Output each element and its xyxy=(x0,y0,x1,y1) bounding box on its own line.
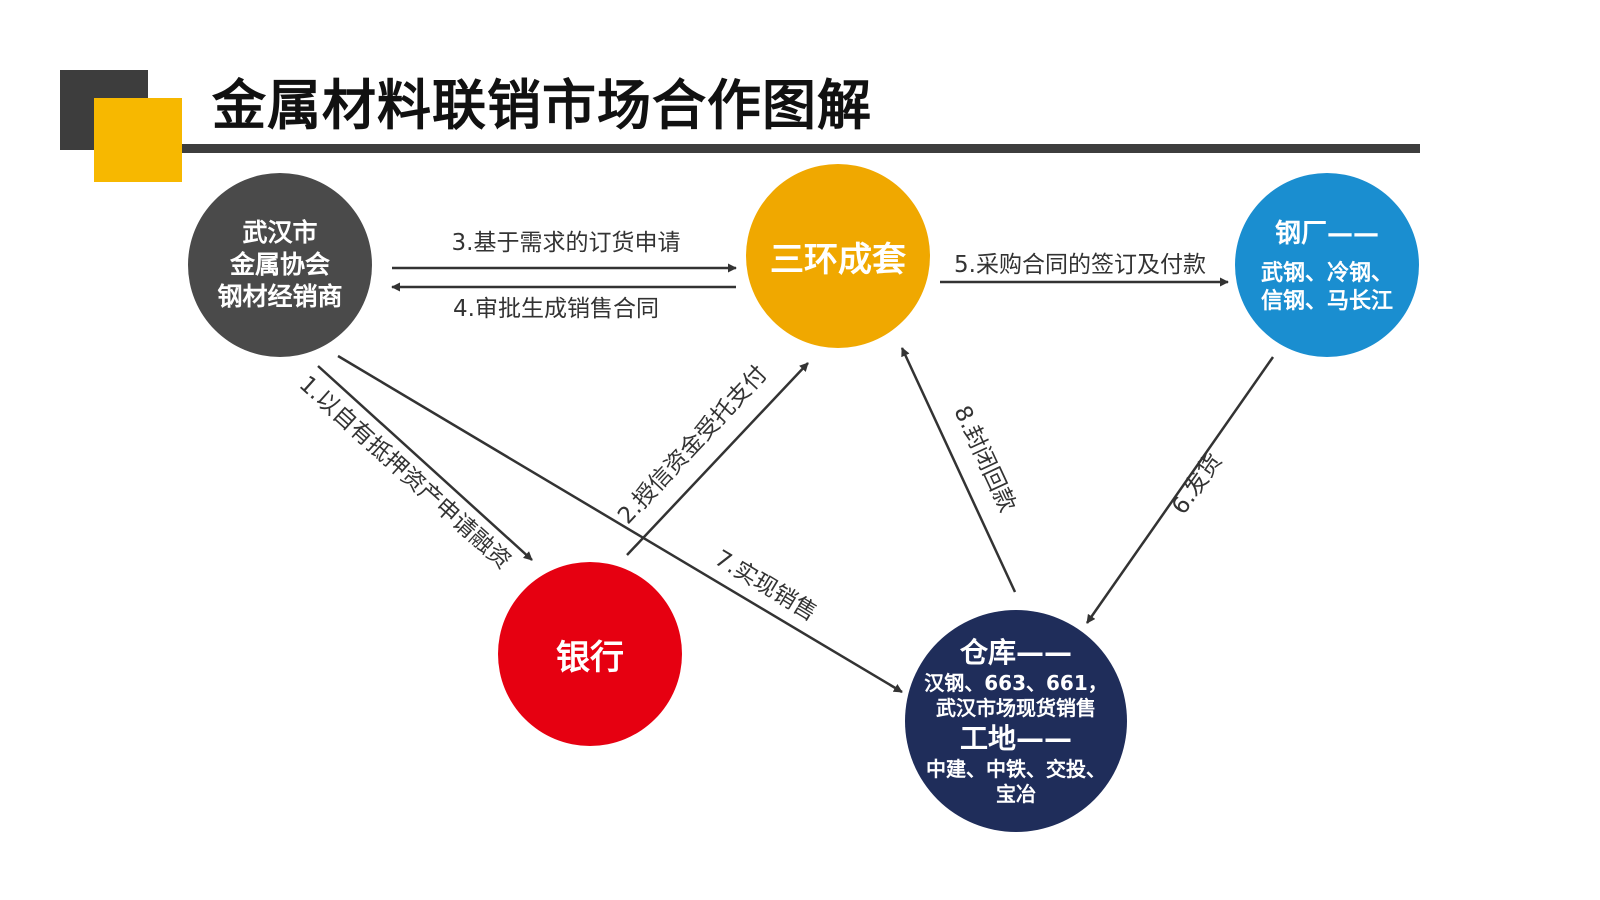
node-steel-mill: 钢厂—— 武钢、冷钢、 信钢、马长江 xyxy=(1235,173,1419,357)
node-worksite-line-1: 中建、中铁、交投、 xyxy=(926,757,1106,781)
edge-label-1: 1.以自有抵押资产申请融资 xyxy=(294,371,516,574)
edge-label-5: 5.采购合同的签订及付款 xyxy=(954,252,1206,278)
node-association-line-1: 武汉市 xyxy=(242,218,318,247)
node-warehouse-worksite: 仓库—— 汉钢、663、661， 武汉市场现货销售 工地—— 中建、中铁、交投、… xyxy=(905,610,1127,832)
node-bank-label: 银行 xyxy=(556,637,624,678)
node-steel-line-2: 信钢、马长江 xyxy=(1260,289,1393,314)
arrow-8-closed-repayment xyxy=(900,347,1017,593)
edge-label-4: 4.审批生成销售合同 xyxy=(453,296,659,322)
page-title: 金属材料联销市场合作图解 xyxy=(212,74,872,137)
node-metal-association: 武汉市 金属协会 钢材经销商 xyxy=(188,173,372,357)
arrow-6-delivery xyxy=(1085,356,1275,624)
node-worksite-line-2: 宝冶 xyxy=(996,782,1036,806)
node-association-line-3: 钢材经销商 xyxy=(217,282,343,311)
node-sanhuan-chengtao: 三环成套 xyxy=(746,164,930,348)
node-warehouse-line-2: 武汉市场现货销售 xyxy=(936,696,1096,720)
arrow-1-apply-financing xyxy=(317,365,533,561)
edge-label-8: 8.封闭回款 xyxy=(948,402,1020,516)
arrow-7-sales-realized xyxy=(337,354,903,694)
node-warehouse-heading: 仓库—— xyxy=(959,636,1072,669)
arrow-2-credit-payment xyxy=(626,362,809,556)
node-steel-heading: 钢厂—— xyxy=(1274,219,1379,249)
title-rule xyxy=(182,144,1420,153)
node-warehouse-line-1: 汉钢、663、661， xyxy=(924,671,1108,695)
edge-label-3: 3.基于需求的订货申请 xyxy=(452,230,681,256)
node-steel-line-1: 武钢、冷钢、 xyxy=(1260,261,1393,286)
title-yellow-square xyxy=(94,98,182,182)
edge-label-7: 7.实现销售 xyxy=(710,546,821,627)
node-association-line-2: 金属协会 xyxy=(229,250,330,279)
edge-label-6: 6.发货 xyxy=(1167,449,1227,520)
node-sanhuan-label: 三环成套 xyxy=(770,239,906,280)
node-worksite-heading: 工地—— xyxy=(959,722,1072,755)
edge-label-2: 2.授信资金受托支付 xyxy=(613,361,772,529)
node-bank: 银行 xyxy=(498,562,682,746)
